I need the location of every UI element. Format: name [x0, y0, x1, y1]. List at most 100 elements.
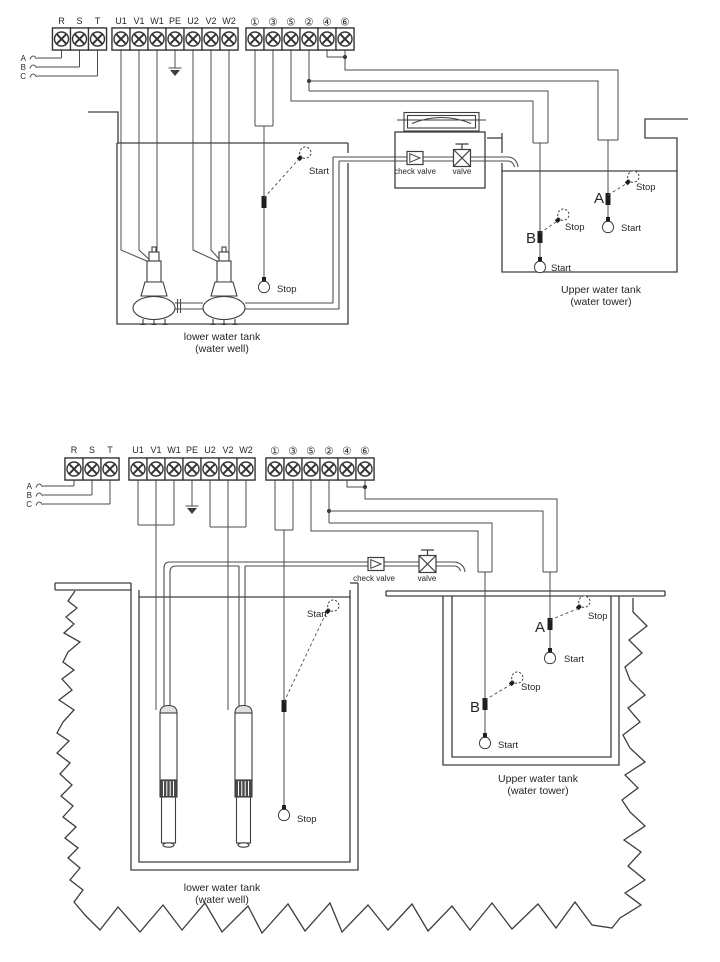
phase-label: B	[21, 63, 26, 72]
float-stop-label: Stop	[565, 222, 585, 233]
upper-tank-title: Upper water tank	[498, 773, 579, 785]
float-b-name: B	[526, 230, 536, 247]
float-stop-label: Stop	[277, 284, 297, 295]
top-phase-leads: A B C	[20, 50, 98, 81]
gate-valve-symbol	[418, 549, 437, 574]
bottom-well-outline	[54, 582, 359, 871]
phase-label: C	[26, 500, 32, 509]
terminal-label: U1	[132, 445, 144, 455]
float-a-name: A	[535, 619, 545, 636]
terminal-label: PE	[169, 16, 181, 26]
check-valve-symbol	[406, 150, 424, 166]
terminal-label: W1	[167, 445, 181, 455]
terminal-label: V2	[205, 16, 216, 26]
terminal-label: U2	[204, 445, 216, 455]
top-valve-chamber	[394, 111, 486, 189]
pe-ground-symbol	[185, 480, 199, 514]
valve-label: valve	[453, 167, 472, 176]
bottom-well-float: Start Stop	[277, 530, 342, 825]
top-pipe-assembly: check valve valve	[175, 143, 519, 313]
terminal-label: V1	[133, 16, 144, 26]
bottom-terminal-block-power: R S T	[64, 445, 120, 481]
terminal-label: ⑥	[360, 446, 369, 458]
float-start-label: Start	[307, 609, 327, 620]
terminal-label: ⑤	[306, 446, 315, 458]
terminal-label: ②	[304, 17, 313, 29]
terminal-label: ②	[324, 446, 333, 458]
float-bulb	[533, 256, 547, 274]
bottom-terminal-block-control: ① ③ ⑤ ② ④ ⑥	[265, 446, 375, 481]
terminal-label: W1	[150, 16, 164, 26]
terminal-label: U1	[115, 16, 127, 26]
terminal-label: V1	[150, 445, 161, 455]
float-stop-label: Stop	[521, 682, 541, 693]
phase-label: B	[27, 491, 32, 500]
top-lower-tank-float: Start Stop	[257, 126, 329, 295]
phase-label: C	[20, 72, 26, 81]
upper-tank-subtitle: (water tower)	[570, 296, 631, 308]
phase-label: A	[21, 54, 27, 63]
float-start-label: Start	[564, 654, 584, 665]
bottom-diagram: check valve valve A B C	[26, 445, 666, 935]
terminal-label: PE	[186, 445, 198, 455]
float-start-label: Start	[551, 263, 571, 274]
upper-tank-subtitle: (water tower)	[507, 785, 568, 797]
lower-tank-title: lower water tank	[184, 331, 261, 343]
float-stop-label: Stop	[636, 182, 656, 193]
float-b-name: B	[470, 699, 480, 716]
float-stop-label: Stop	[588, 611, 608, 622]
bottom-upper-tank-outline	[385, 590, 666, 766]
submersible-pump-2	[234, 704, 253, 848]
float-bulb	[257, 276, 271, 294]
bottom-terminal-block-motor: U1 V1 W1 PE U2 V2 W2	[128, 445, 256, 481]
valve-label: valve	[418, 574, 437, 583]
ground-zigzag	[56, 590, 648, 935]
lower-tank-subtitle: (water well)	[195, 894, 249, 906]
top-upper-tank-outline	[487, 118, 688, 273]
float-bulb	[601, 216, 615, 234]
terminal-label: ①	[250, 17, 259, 29]
terminal-label: ③	[268, 17, 277, 29]
terminal-label: ⑥	[340, 17, 349, 29]
pe-ground-symbol	[168, 50, 182, 76]
terminal-label: ①	[270, 446, 279, 458]
terminal-label: T	[107, 445, 113, 455]
float-bulb-tilted	[293, 144, 314, 165]
lower-tank-subtitle: (water well)	[195, 343, 249, 355]
top-float-b: B Stop Start	[526, 143, 585, 274]
top-terminal-block-power: R S T	[51, 16, 108, 51]
upper-tank-title: Upper water tank	[561, 284, 642, 296]
lower-tank-title: lower water tank	[184, 882, 261, 894]
terminal-label: ⑤	[286, 17, 295, 29]
terminal-label: W2	[222, 16, 236, 26]
terminal-label: R	[58, 16, 65, 26]
terminal-label: S	[89, 445, 95, 455]
float-start-label: Start	[498, 740, 518, 751]
terminal-label: U2	[187, 16, 199, 26]
terminal-label: S	[76, 16, 82, 26]
submersible-pump-1	[159, 704, 178, 848]
check-valve-label: check valve	[353, 574, 395, 583]
float-bulb	[478, 732, 492, 750]
float-start-label: Start	[309, 166, 329, 177]
bottom-float-b: B Stop Start	[470, 572, 541, 751]
bottom-wiring	[137, 480, 558, 710]
top-terminal-block-control: ① ③ ⑤ ② ④ ⑥	[245, 17, 355, 51]
phase-label: A	[27, 482, 33, 491]
terminal-label: T	[95, 16, 101, 26]
terminal-label: ④	[322, 17, 331, 29]
terminal-label: ④	[342, 446, 351, 458]
top-wiring	[120, 50, 619, 263]
surface-pump-2	[202, 246, 246, 326]
bottom-pipe-assembly: check valve valve	[163, 549, 466, 707]
top-terminal-block-motor: U1 V1 W1 PE U2 V2 W2	[111, 16, 239, 51]
top-diagram: check valve valve A B C	[20, 16, 688, 355]
terminal-label: V2	[222, 445, 233, 455]
check-valve-symbol	[367, 556, 385, 572]
bottom-phase-leads: A B C	[26, 480, 111, 509]
terminal-label: R	[71, 445, 78, 455]
float-start-label: Start	[621, 223, 641, 234]
check-valve-label: check valve	[394, 167, 436, 176]
float-bulb	[543, 647, 557, 665]
